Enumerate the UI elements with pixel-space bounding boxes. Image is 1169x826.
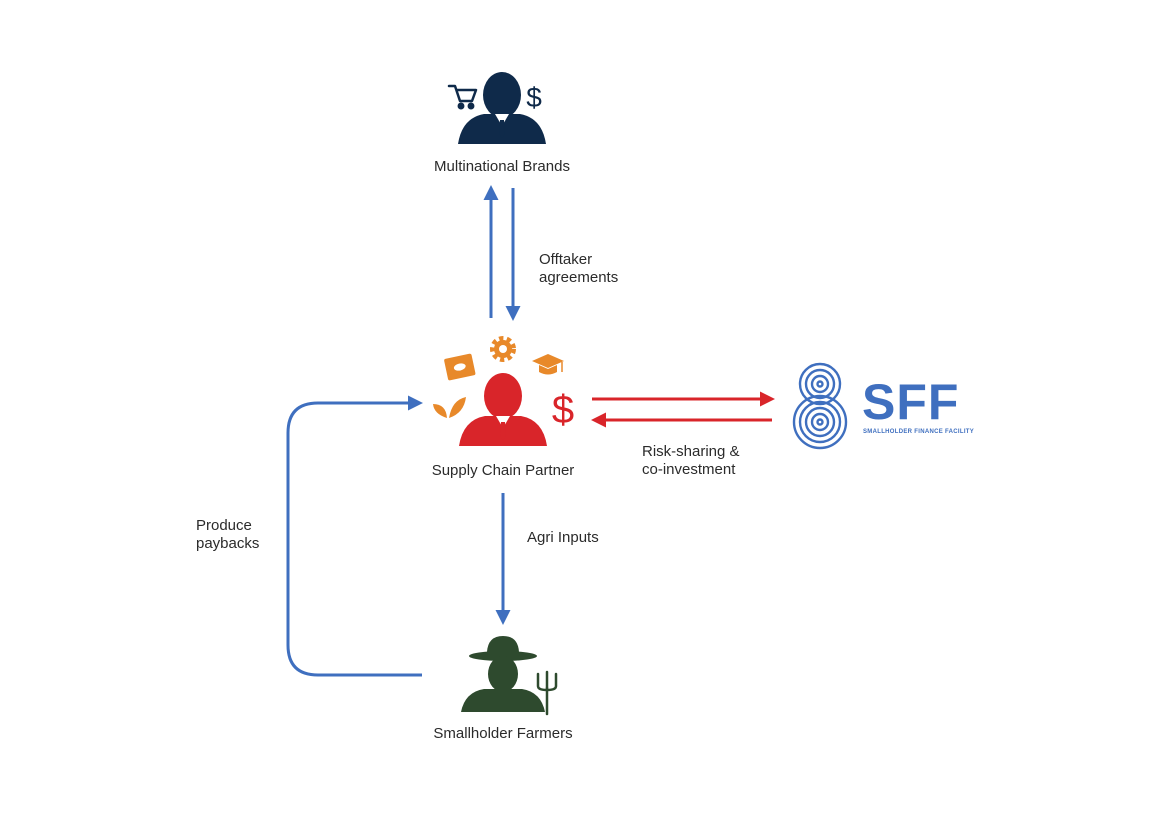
brands-icon-group: $ xyxy=(447,72,546,144)
edge-label-offtaker-line1: Offtaker xyxy=(539,251,593,268)
farmer-icon-group xyxy=(461,636,558,716)
dollar-icon: $ xyxy=(552,388,574,432)
node-label-brands: Multinational Brands xyxy=(434,158,570,175)
farmer-head xyxy=(488,656,518,692)
edge-label-produce-line2: paybacks xyxy=(196,535,260,552)
node-label-partner: Supply Chain Partner xyxy=(431,462,575,479)
pitchfork-icon xyxy=(536,670,558,716)
leaf-icon xyxy=(433,397,466,418)
edge-label-produce-line1: Produce xyxy=(196,517,252,534)
edge-label-offtaker: Offtaker agreements xyxy=(539,251,618,287)
partner-icon-group: $ xyxy=(433,336,574,446)
node-label-farmers: Smallholder Farmers xyxy=(433,725,573,742)
edge-label-offtaker-line2: agreements xyxy=(539,269,619,286)
seed-bag-icon xyxy=(444,353,476,381)
edge-label-agri: Agri Inputs xyxy=(527,529,599,546)
businessman-icon xyxy=(458,72,546,144)
graduation-cap-icon xyxy=(532,354,564,375)
gear-icon xyxy=(490,336,516,362)
sff-name: SFF xyxy=(862,374,960,430)
businessman-icon xyxy=(459,373,547,446)
farmer-body xyxy=(461,689,545,712)
arrow-farmers-to-partner xyxy=(286,395,423,677)
dollar-icon: $ xyxy=(526,82,542,113)
cart-icon xyxy=(447,84,478,110)
edge-label-risk: Risk-sharing & co-investment xyxy=(642,443,740,479)
edge-label-risk-line2: co-investment xyxy=(642,461,736,478)
edge-label-produce: Produce paybacks xyxy=(196,517,259,553)
sff-logo-icon xyxy=(792,362,848,450)
sff-tagline: SMALLHOLDER FINANCE FACILITY xyxy=(863,429,975,435)
edge-label-risk-line1: Risk-sharing & xyxy=(642,443,740,460)
